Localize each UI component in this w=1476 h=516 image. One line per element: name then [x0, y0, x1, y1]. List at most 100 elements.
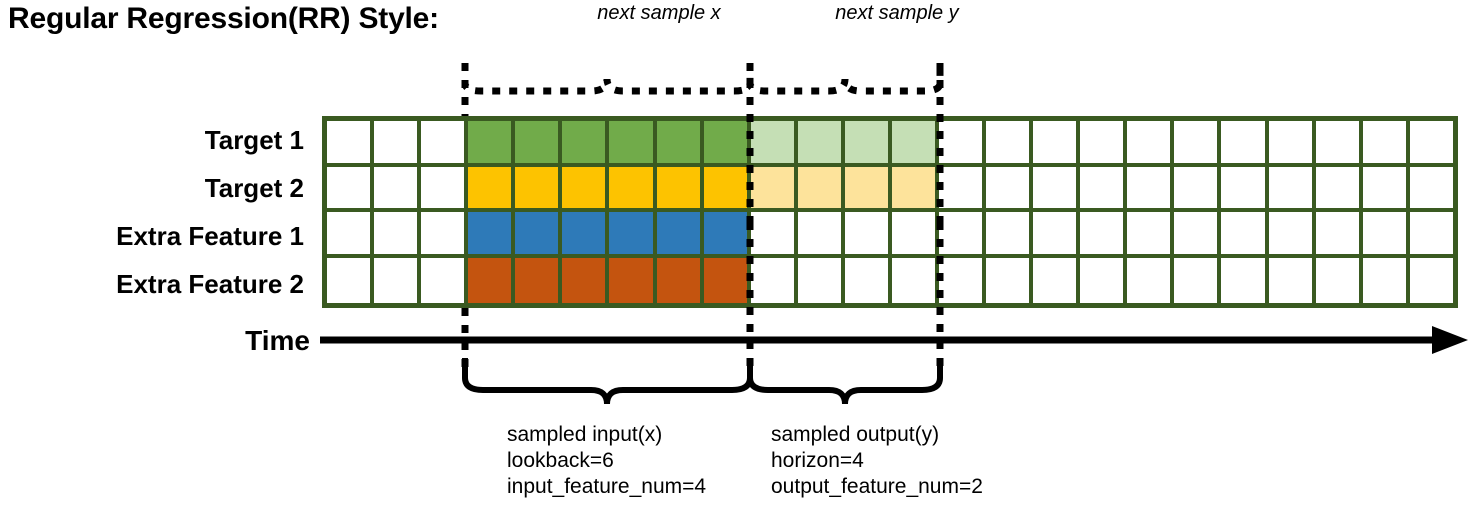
- grid-cell: [1033, 212, 1081, 258]
- grid-cell: [1362, 212, 1410, 258]
- grid-cell: [1315, 257, 1363, 303]
- grid-cell: [562, 257, 610, 303]
- grid-cell: [1362, 121, 1410, 167]
- grid-cell: [750, 212, 798, 258]
- grid-cell: [1174, 257, 1222, 303]
- row-label-column: Target 1 Target 2 Extra Feature 1 Extra …: [0, 116, 312, 308]
- grid-cell: [939, 166, 987, 212]
- grid-cell: [374, 166, 422, 212]
- grid-cell: [844, 121, 892, 167]
- annotation-next-sample-y: next sample y: [835, 2, 959, 24]
- grid-cell: [703, 166, 751, 212]
- grid-cell: [656, 212, 704, 258]
- grid-cell: [939, 257, 987, 303]
- brace-bottom-input: [462, 358, 753, 405]
- time-axis-label: Time: [245, 325, 310, 356]
- grid-cell: [1127, 166, 1175, 212]
- grid-cell: [468, 257, 516, 303]
- grid-cell: [844, 212, 892, 258]
- grid-cell: [374, 257, 422, 303]
- grid-cell: [327, 257, 375, 303]
- grid-cell: [1127, 257, 1175, 303]
- grid-cell: [986, 121, 1034, 167]
- annotation-next-sample-x: next sample x: [597, 2, 721, 24]
- grid-cell: [421, 212, 469, 258]
- caption-output-line-1: sampled output(y): [771, 423, 940, 446]
- grid-cell: [891, 121, 940, 167]
- grid-cell: [1268, 257, 1316, 303]
- grid-cell: [1409, 257, 1453, 303]
- caption-output-line-3: output_feature_num=2: [771, 475, 983, 498]
- grid-cell: [421, 121, 469, 167]
- grid-cell: [844, 257, 892, 303]
- grid-cell: [986, 257, 1034, 303]
- grid-cell: [1268, 166, 1316, 212]
- grid-cell: [986, 166, 1034, 212]
- grid-cell: [1221, 121, 1269, 167]
- grid-cell: [1080, 257, 1128, 303]
- grid-cell: [656, 166, 704, 212]
- grid-cell: [562, 121, 610, 167]
- grid-cell: [797, 257, 845, 303]
- grid-cell: [374, 121, 422, 167]
- grid-cell: [1268, 212, 1316, 258]
- grid-row-2: [327, 166, 1453, 212]
- grid-cell: [703, 257, 751, 303]
- grid-cell: [891, 212, 940, 258]
- caption-sampled-output: sampled output(y) horizon=4 output_featu…: [771, 422, 983, 500]
- grid-cell: [750, 121, 798, 167]
- grid-cell: [1409, 212, 1453, 258]
- grid-cell: [1221, 166, 1269, 212]
- caption-input-line-3: input_feature_num=4: [507, 475, 707, 498]
- grid-cell: [468, 121, 516, 167]
- brace-top-input: [461, 63, 754, 95]
- grid-cell: [891, 166, 940, 212]
- grid-cell: [750, 257, 798, 303]
- grid-cell: [1221, 212, 1269, 258]
- row-label-target-2: Target 2: [204, 173, 304, 203]
- grid-cell: [797, 166, 845, 212]
- grid-cell: [468, 212, 516, 258]
- grid-cell: [609, 257, 657, 303]
- grid-cell: [1080, 121, 1128, 167]
- row-label-extra-feature-2: Extra Feature 2: [116, 269, 304, 299]
- grid-cell: [1315, 121, 1363, 167]
- grid-cell: [1033, 121, 1081, 167]
- grid-cell: [1127, 212, 1175, 258]
- grid-row-1: [327, 121, 1453, 167]
- grid-cell: [515, 257, 563, 303]
- caption-output-line-2: horizon=4: [771, 449, 864, 472]
- grid-cell: [1080, 166, 1128, 212]
- grid-cell: [515, 166, 563, 212]
- grid-cell: [750, 166, 798, 212]
- grid-cell: [421, 257, 469, 303]
- grid-cell: [1080, 212, 1128, 258]
- grid-cell: [986, 212, 1034, 258]
- grid-cell: [1033, 257, 1081, 303]
- grid-cell: [844, 166, 892, 212]
- grid-cell: [609, 121, 657, 167]
- time-axis-arrow: [320, 326, 1468, 354]
- row-label-target-1: Target 1: [204, 125, 304, 155]
- grid-cell: [1174, 212, 1222, 258]
- grid-row-3: [327, 212, 1453, 258]
- page-title: Regular Regression(RR) Style:: [8, 2, 439, 35]
- row-label-extra-feature-1: Extra Feature 1: [116, 221, 304, 251]
- grid-cell: [1315, 166, 1363, 212]
- grid-cell: [703, 212, 751, 258]
- grid-cell: [1362, 166, 1410, 212]
- grid-cell: [609, 166, 657, 212]
- timeseries-grid: [322, 116, 1458, 308]
- grid-cell: [1127, 121, 1175, 167]
- grid-cell: [656, 121, 704, 167]
- grid-cell: [1315, 212, 1363, 258]
- grid-cell: [468, 166, 516, 212]
- grid-cell: [656, 257, 704, 303]
- grid-cell: [421, 166, 469, 212]
- grid-cell: [939, 212, 987, 258]
- grid-cell: [703, 121, 751, 167]
- grid-row-4: [327, 257, 1453, 303]
- grid-cell: [1409, 166, 1453, 212]
- grid-cell: [327, 212, 375, 258]
